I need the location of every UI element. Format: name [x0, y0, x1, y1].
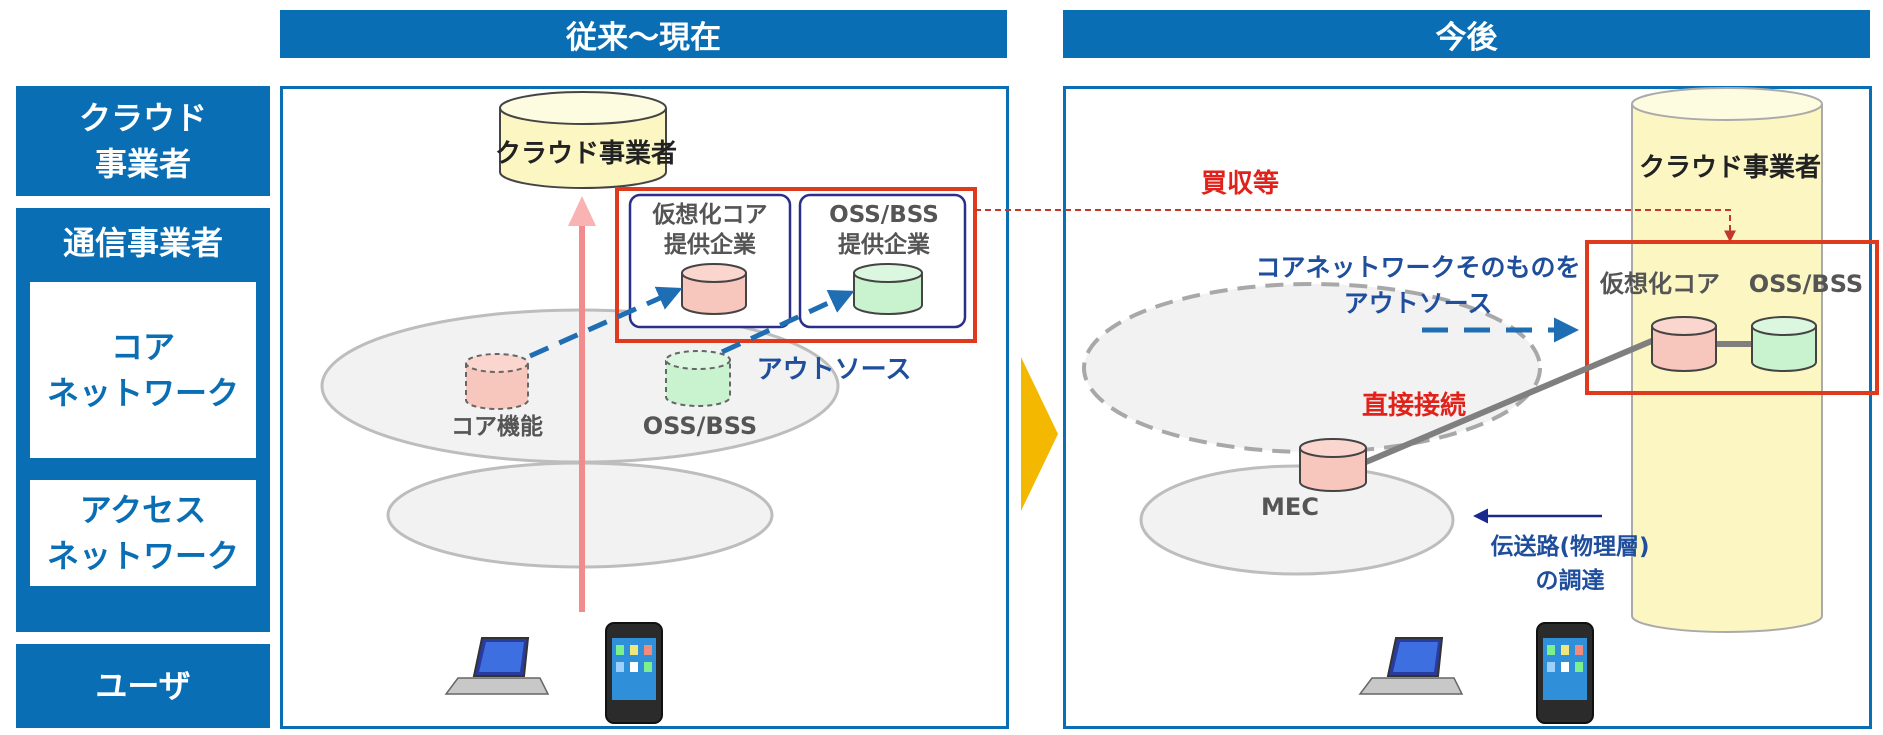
vcore-db: [681, 263, 747, 315]
direct-connection-line: [1364, 337, 1656, 465]
side-access-network: アクセス ネットワーク: [30, 480, 256, 586]
oss-outsource-arrow: [720, 290, 855, 355]
acquisition-arrow: [975, 209, 1736, 243]
right-oss-bss-label: OSS/BSS: [1749, 270, 1863, 298]
outsource-highlight-box: [615, 187, 977, 343]
side-cloud-provider: クラウド 事業者: [16, 86, 270, 196]
right-cloud-cylinder: [1631, 87, 1823, 633]
user-to-cloud-arrowhead: [568, 196, 596, 226]
vcore-label: 仮想化コア: [1599, 270, 1720, 298]
oss-bss-db: [665, 350, 731, 407]
oss-bss-label: OSS/BSS: [643, 412, 757, 440]
direct-connection-label: 直接接続: [1362, 390, 1466, 421]
side-user-label: ユーザ: [95, 667, 191, 705]
laptop-icon: [444, 637, 550, 695]
core-function-db: [465, 353, 529, 410]
transport-label-2: の調達: [1536, 567, 1605, 594]
core-outsource-label-2: アウトソース: [1344, 289, 1493, 318]
core-outsource-arrow: [528, 286, 683, 359]
smartphone-icon: [605, 622, 663, 724]
oss-db: [853, 263, 923, 315]
oss-company-label-1: OSS/BSS: [829, 202, 939, 228]
mec-label: MEC: [1261, 493, 1319, 521]
side-user: ユーザ: [16, 644, 270, 728]
side-telecom-label: 通信事業者: [62, 224, 223, 262]
transition-arrow: [1021, 357, 1058, 511]
left-cloud-cylinder: [499, 91, 667, 189]
core-outsource-label-1: コアネットワークそのものを: [1255, 253, 1580, 282]
side-cloud-line2: 事業者: [94, 145, 191, 183]
oss-company-label-2: 提供企業: [838, 231, 931, 258]
vcore-company-label-2: 提供企業: [664, 231, 757, 258]
side-cloud-line1: クラウド: [78, 99, 207, 137]
header-future: 今後: [1063, 10, 1870, 58]
mec-db: [1299, 438, 1367, 492]
side-core-network: コア ネットワーク: [30, 282, 256, 458]
vcore-company-label-1: 仮想化コア: [652, 201, 768, 228]
outsource-label: アウトソース: [757, 355, 912, 385]
right-vcore-db: [1651, 316, 1717, 372]
acquisition-label: 買収等: [1201, 168, 1279, 199]
transport-label-1: 伝送路(物理層): [1490, 533, 1649, 560]
right-access-ellipse: [1139, 464, 1455, 576]
laptop-icon-right: [1358, 637, 1464, 695]
right-oss-db: [1751, 316, 1817, 372]
core-function-label: コア機能: [451, 413, 543, 440]
header-current: 従来〜現在: [280, 10, 1007, 58]
left-cloud-label: クラウド事業者: [495, 139, 677, 169]
smartphone-icon-right: [1536, 622, 1594, 724]
right-cloud-label: クラウド事業者: [1639, 153, 1821, 183]
